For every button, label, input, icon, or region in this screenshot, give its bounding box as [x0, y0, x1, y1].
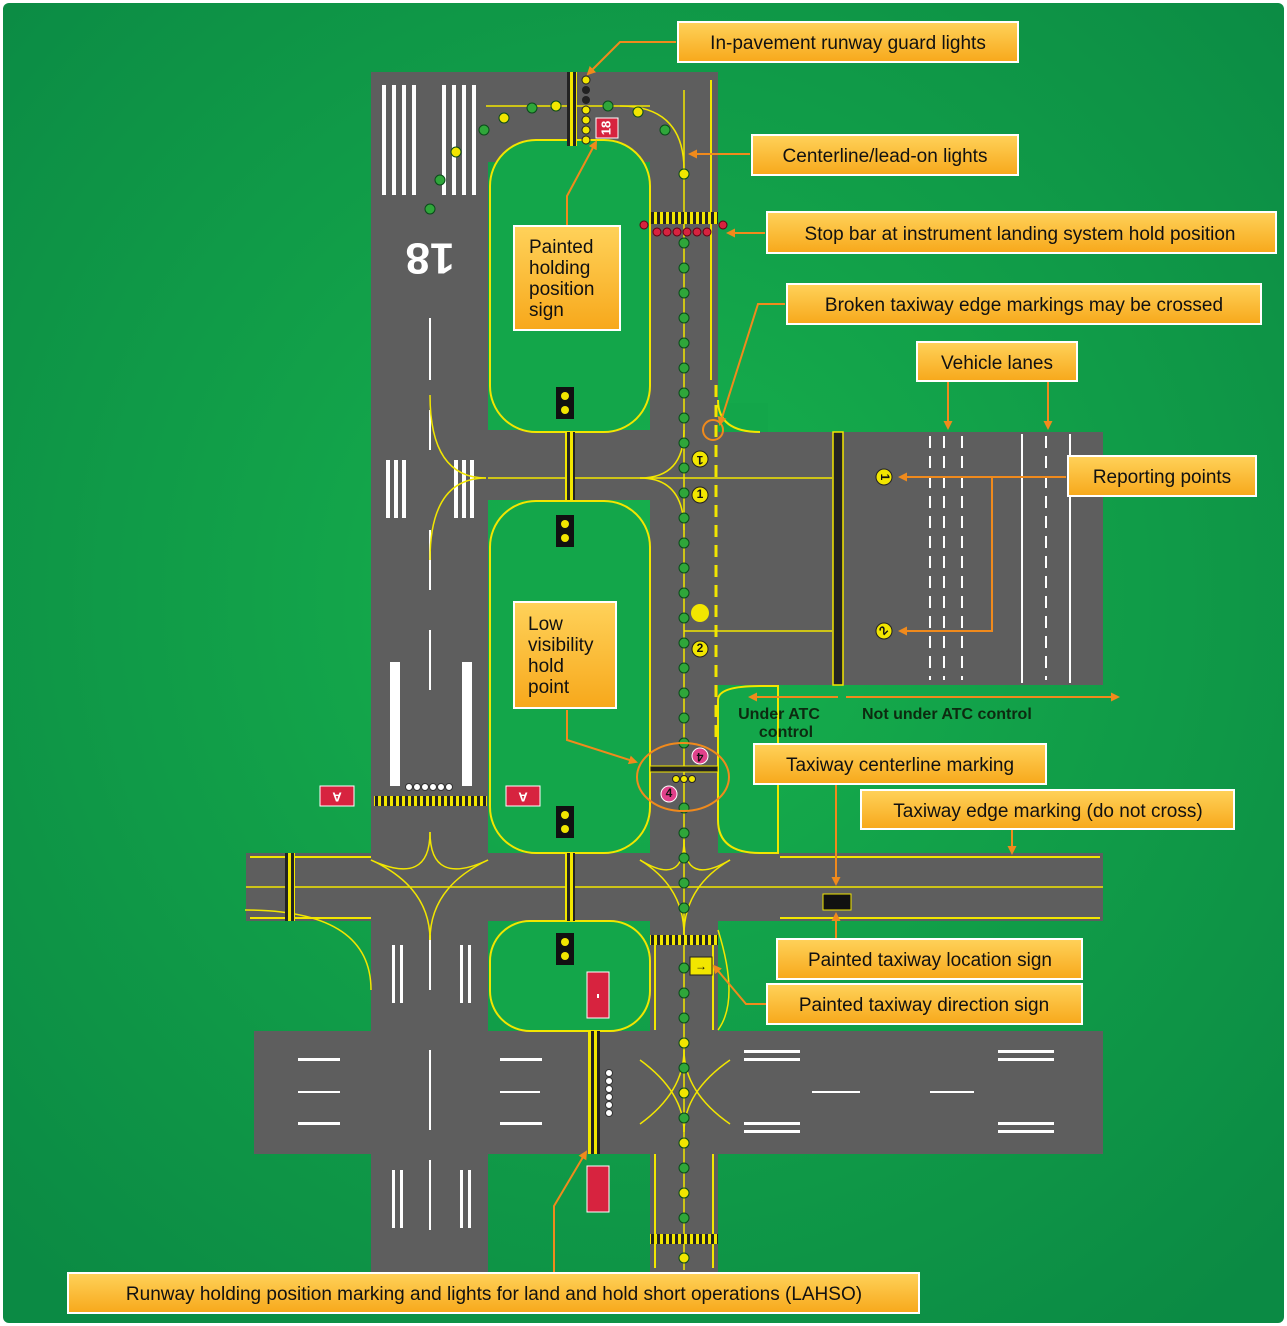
- hold-sign-text: 18: [598, 121, 613, 135]
- callout-low-vis: Low visibility hold point: [513, 601, 617, 709]
- callout-location-sign: Painted taxiway location sign: [776, 938, 1083, 980]
- broken-edge-highlight: [702, 419, 724, 441]
- callout-stop-bar: Stop bar at instrument landing system ho…: [766, 211, 1277, 254]
- callout-lahso-text: Runway holding position marking and ligh…: [126, 1284, 862, 1305]
- atc-boundary-marking: [832, 431, 844, 686]
- callout-low-vis-line-3: hold: [528, 656, 564, 677]
- callout-broken-edge: Broken taxiway edge markings may be cros…: [786, 283, 1262, 325]
- low-visibility-lights: [672, 775, 696, 783]
- callout-centerline-marking: Taxiway centerline marking: [753, 743, 1047, 785]
- direction-sign-marking: [689, 956, 713, 976]
- reporting-point-g: 4: [666, 786, 673, 800]
- callout-guard-lights: In-pavement runway guard lights: [677, 21, 1019, 63]
- runway-guard-lights: [581, 75, 591, 145]
- callout-reporting-points-text: Reporting points: [1093, 467, 1231, 488]
- taxiway-signal-boxes: [556, 387, 574, 965]
- callout-hold-sign-line-3: position: [529, 279, 595, 300]
- ils-sign-right-text: A: [518, 790, 528, 805]
- runway-designator: 18: [406, 233, 455, 282]
- callout-leaders: [553, 41, 1120, 1274]
- stop-bar-lights: [639, 220, 728, 237]
- callout-reporting-points: Reporting points: [1067, 455, 1257, 497]
- callout-hold-sign-line-2: holding: [529, 258, 590, 279]
- not-under-atc-label: Not under ATC control: [862, 706, 1032, 723]
- ils-sign-left-text: A: [332, 790, 342, 805]
- callout-centerline-lights: Centerline/lead-on lights: [751, 134, 1019, 176]
- callout-vehicle-lanes-text: Vehicle lanes: [941, 353, 1053, 374]
- callout-broken-edge-text: Broken taxiway edge markings may be cros…: [825, 295, 1223, 316]
- callout-low-vis-line-1: Low: [528, 614, 563, 635]
- callout-low-vis-line-4: point: [528, 677, 570, 698]
- crossing-runway: [254, 1031, 1103, 1154]
- callout-vehicle-lanes: Vehicle lanes: [916, 341, 1078, 382]
- centerline-lights: [424, 100, 690, 1264]
- reporting-point-c: 1: [878, 474, 892, 481]
- location-sign-marking: [822, 893, 852, 911]
- callout-hold-sign: Painted holding position sign: [513, 225, 621, 331]
- callout-hold-sign-line-1: Painted: [529, 237, 593, 258]
- vehicle-apron: [718, 432, 1103, 685]
- callout-lahso: Runway holding position marking and ligh…: [67, 1272, 920, 1314]
- hold-position-markings: [285, 72, 844, 1244]
- yellow-marker: [691, 604, 709, 622]
- callout-location-sign-text: Painted taxiway location sign: [808, 950, 1052, 971]
- callout-centerline-lights-text: Centerline/lead-on lights: [783, 146, 988, 167]
- reporting-point-d: 2: [697, 641, 704, 655]
- callout-hold-sign-line-4: sign: [529, 300, 564, 321]
- low-vis-highlight: [636, 742, 730, 812]
- under-atc-label-line-2: control: [759, 724, 813, 741]
- callout-guard-lights-text: In-pavement runway guard lights: [710, 33, 986, 54]
- runway-markings: [382, 85, 476, 1228]
- callout-low-vis-line-2: visibility: [528, 635, 594, 656]
- callout-edge-marking: Taxiway edge marking (do not cross): [860, 789, 1235, 830]
- stop-bar-marking: [650, 212, 718, 224]
- runway-hold-signs: 18 A A: [319, 117, 619, 1213]
- reporting-point-b: 1: [697, 487, 704, 501]
- reporting-point-f: 4: [696, 750, 703, 764]
- reporting-point-a: 1: [696, 453, 703, 467]
- lahso-lights: [405, 783, 613, 1117]
- reporting-points: 1 1 1 2 2 4 4: [660, 450, 893, 803]
- callout-centerline-marking-text: Taxiway centerline marking: [786, 755, 1014, 776]
- crossing-runway-markings: [298, 1050, 1054, 1133]
- direction-arrow: →: [695, 959, 707, 973]
- callout-stop-bar-text: Stop bar at instrument landing system ho…: [805, 224, 1236, 245]
- callout-edge-marking-text: Taxiway edge marking (do not cross): [893, 801, 1202, 822]
- callout-direction-sign-text: Painted taxiway direction sign: [799, 995, 1049, 1016]
- pavement: [246, 72, 1103, 1272]
- under-atc-label-line-1: Under ATC: [738, 706, 820, 723]
- callout-direction-sign: Painted taxiway direction sign: [766, 983, 1083, 1025]
